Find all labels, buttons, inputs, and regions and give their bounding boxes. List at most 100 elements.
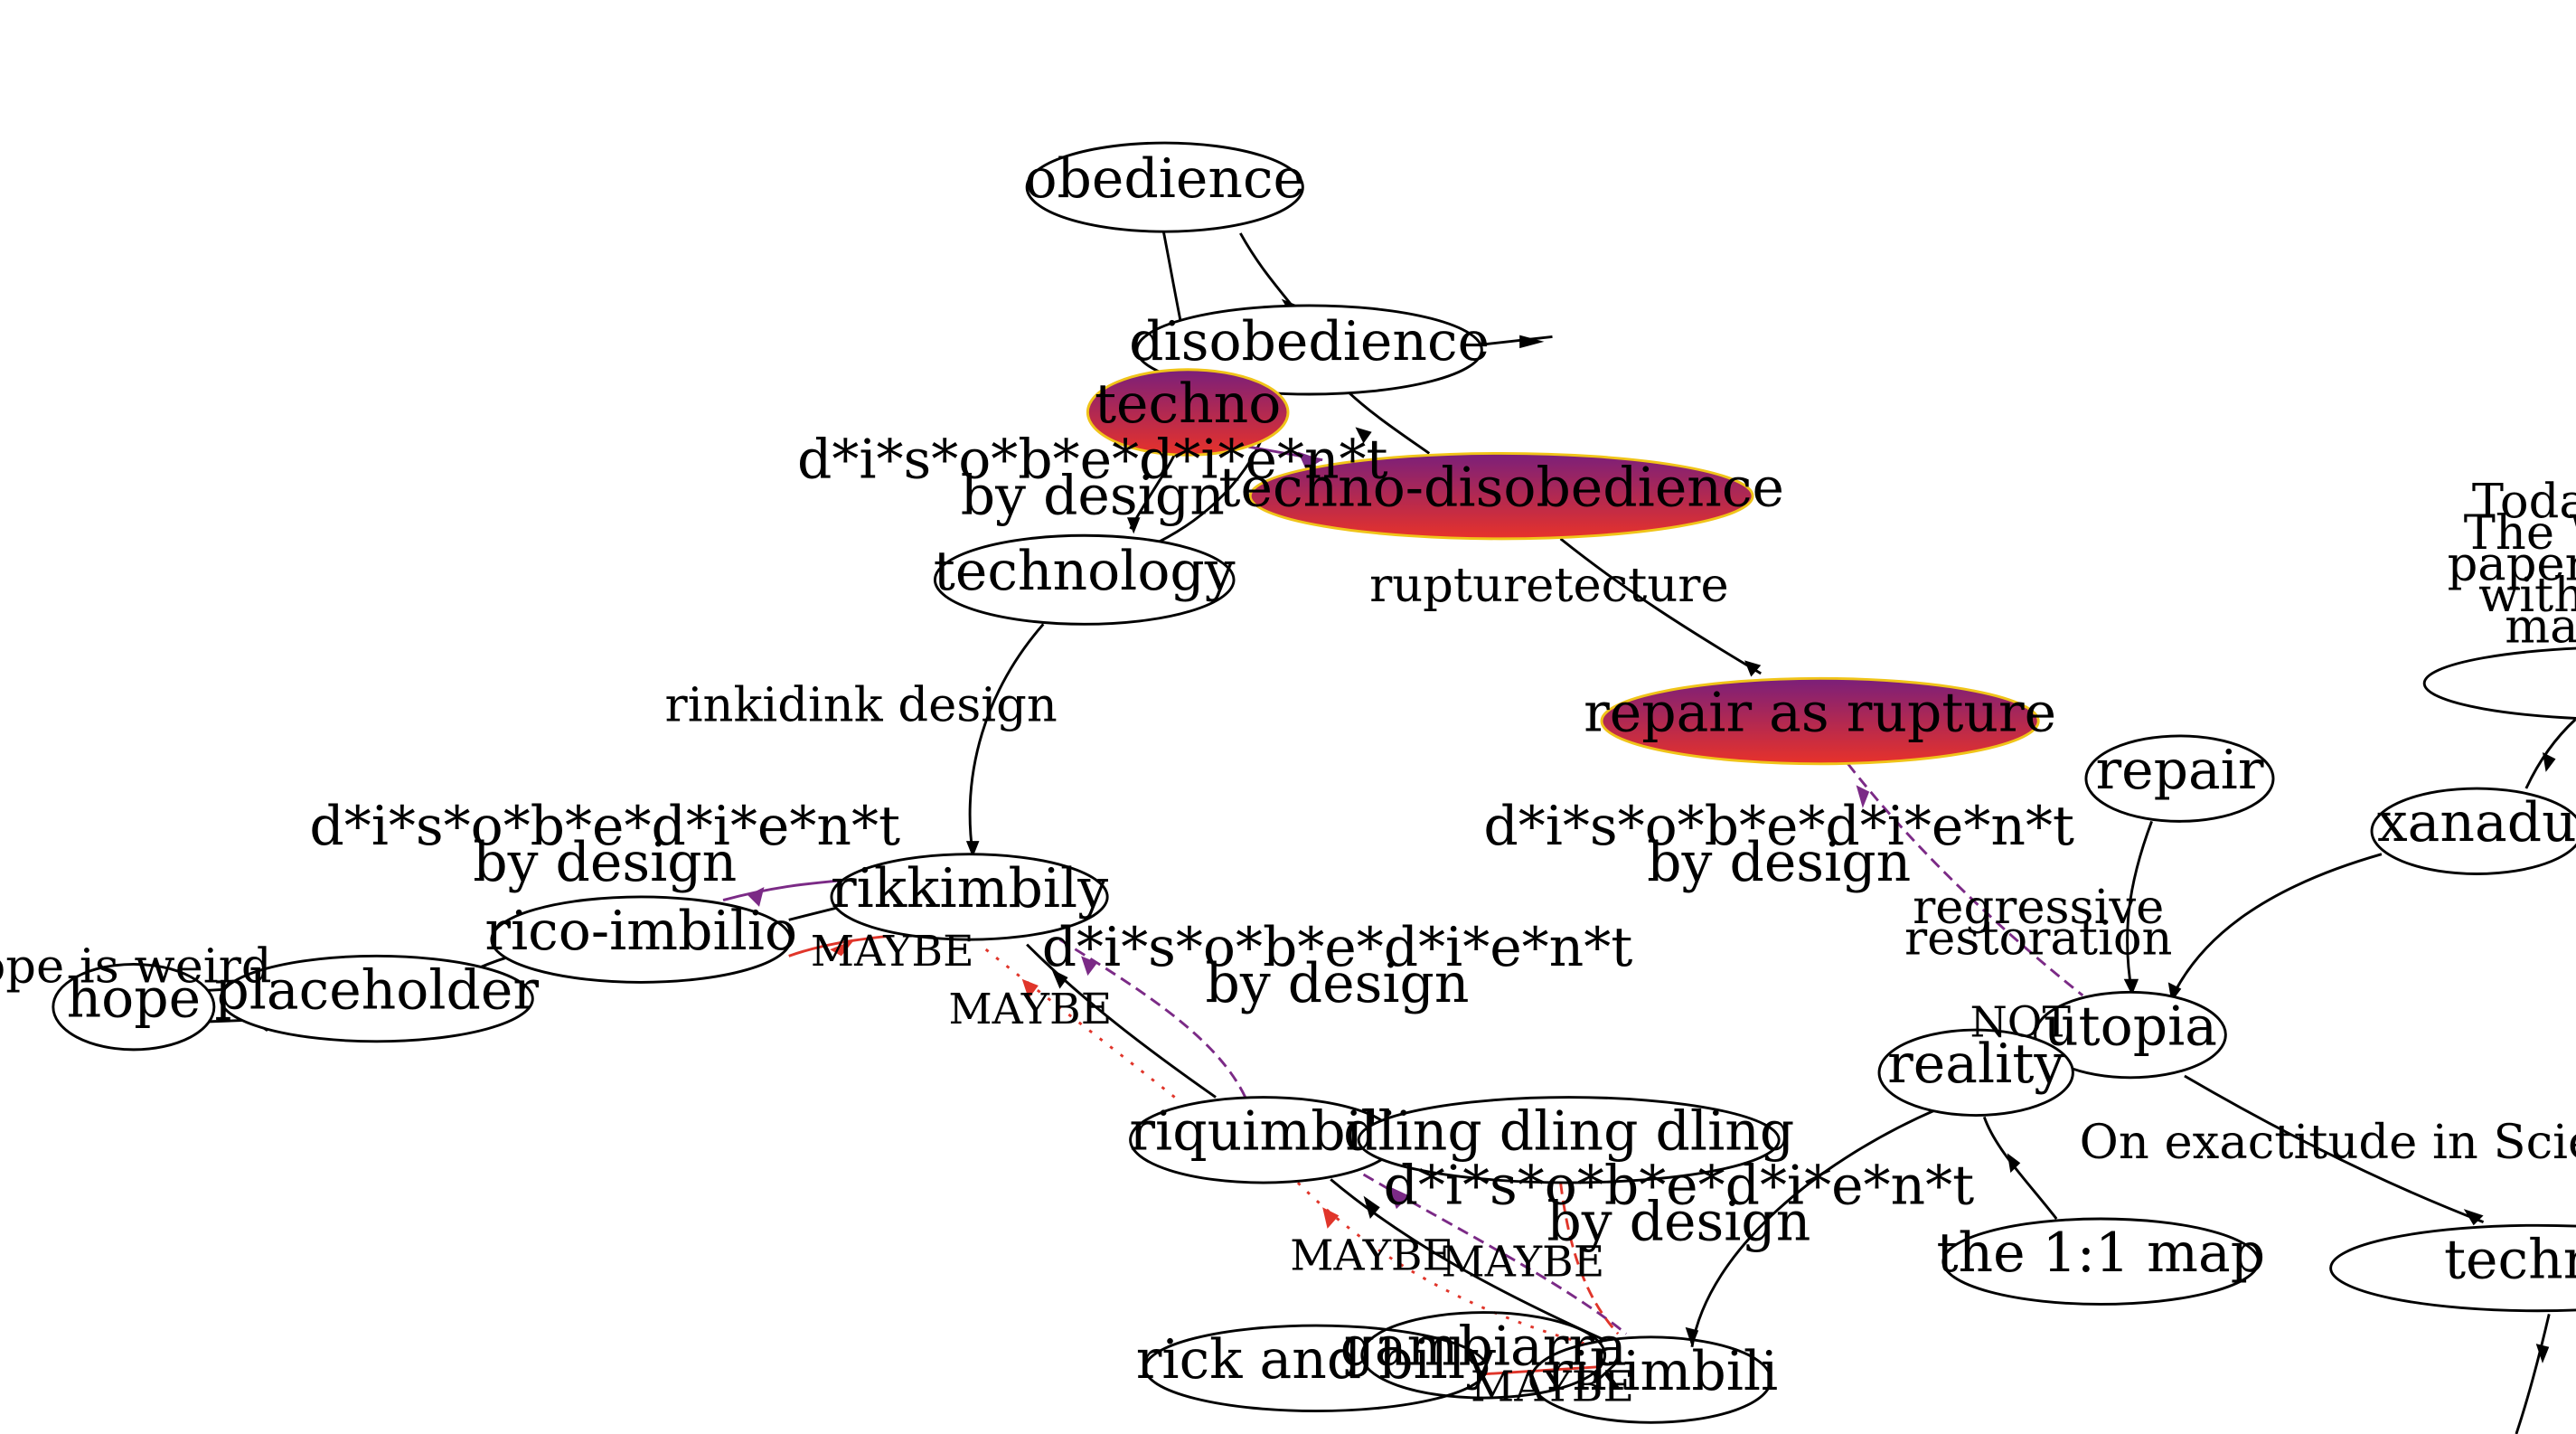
node-placeholder[interactable]: placeholder (214, 954, 539, 1043)
arrowhead (1856, 785, 1870, 808)
svg-text:by design: by design (1547, 1191, 1810, 1254)
svg-text:Today's p: Today's p (2472, 474, 2576, 529)
edge-dling-rikimbili-red (1559, 1182, 1620, 1335)
svg-text:by design: by design (473, 831, 737, 894)
edge-utopia-technodis (2184, 1074, 2485, 1223)
node-rikimbili[interactable]: rikimbili (1529, 1335, 1778, 1424)
svg-text:the 1:1 map: the 1:1 map (1936, 1222, 2265, 1285)
node-hope[interactable]: hope (52, 962, 216, 1052)
arrowhead (2007, 1153, 2021, 1174)
edge-label-dbd-rico: d*i*s*o*b*e*d*i*e*n*t by design (309, 795, 900, 894)
edge-rikkimbily-riquimbili-red (984, 948, 1176, 1099)
svg-text:restoration: restoration (1904, 911, 2173, 967)
node-xanadu[interactable]: xanadu (2370, 787, 2576, 875)
svg-text:dling dling dling: dling dling dling (1343, 1100, 1794, 1164)
svg-text:by design: by design (961, 465, 1225, 528)
node-rico-imbilio[interactable]: rico-imbilio (484, 895, 797, 984)
node-technology[interactable]: technology (934, 533, 1236, 626)
svg-text:disobedience: disobedience (1129, 310, 1490, 373)
node-utopia[interactable]: utopia (2034, 990, 2227, 1080)
edge-repair-utopia (2126, 820, 2153, 995)
edge-disobedience-techno-disobedience (1346, 390, 1431, 455)
svg-text:utopia: utopia (2044, 995, 2217, 1058)
svg-text:techno: techno (1095, 373, 1281, 436)
edge-rico-rikkimbily-purple (722, 879, 841, 901)
edge-techno-disobedience-repair (1559, 537, 1762, 675)
arrowhead (1519, 335, 1545, 349)
edge-label-maybe: MAYBE (1441, 1238, 1604, 1288)
svg-text:manag: manag (2505, 599, 2576, 654)
arrowhead (965, 841, 980, 858)
arrowhead (1363, 1195, 1380, 1220)
arrowhead (1355, 427, 1372, 444)
svg-text:rikkimbily: rikkimbily (831, 857, 1108, 920)
node-riquimbili[interactable]: riquimbili (1129, 1096, 1398, 1184)
edge-label-maybe: MAYBE (1290, 1231, 1453, 1280)
svg-text:riquimbili: riquimbili (1129, 1100, 1397, 1164)
arrowhead (2542, 752, 2556, 772)
arrowhead (1021, 978, 1039, 999)
svg-text:xanadu: xanadu (2377, 791, 2576, 854)
node-technodis[interactable]: technodis (2329, 1223, 2576, 1313)
node-techno-disobedience[interactable]: techno-disobedience (1218, 451, 1784, 541)
arrowhead (1297, 451, 1323, 470)
svg-text:d*i*s*o*b*e*d*i*e*n*t: d*i*s*o*b*e*d*i*e*n*t (1042, 916, 1633, 979)
node-dling-dling-dling[interactable]: dling dling dling (1343, 1096, 1794, 1184)
edge-label-exactitude: On exactitude in Science (1946), Jorge L… (2080, 1115, 2576, 1170)
edge-label-maybe: MAYBE (811, 927, 974, 976)
svg-text:hope: hope (67, 967, 202, 1031)
arrowhead (747, 887, 765, 907)
arrowhead (2463, 1209, 2484, 1226)
edge-label-dbd-riquimbili: d*i*s*o*b*e*d*i*e*n*t by design (1042, 916, 1633, 1015)
edge-riquimbili-rikimbili (1330, 1178, 1603, 1340)
node-rick-and-billy[interactable]: rick and billy (1136, 1324, 1496, 1413)
edge-reality-map (1982, 1116, 2058, 1220)
node-reality[interactable]: reality (1877, 1028, 2074, 1118)
arrowhead (830, 939, 855, 957)
edge-label-regressive-restoration: regressive restoration (1904, 880, 2173, 967)
edge-label-rupturetecture: rupturetecture (1369, 558, 1729, 613)
svg-text:repair as rupture: repair as rupture (1584, 681, 2056, 744)
arrowhead (1126, 517, 1141, 534)
node-partial-top-right[interactable] (2422, 646, 2576, 720)
edge-technology-rikkimbily (968, 623, 1045, 854)
svg-text:d*i*s*o*b*e*d*i*e*n*t: d*i*s*o*b*e*d*i*e*n*t (1483, 795, 2074, 858)
arrowhead (1685, 1326, 1699, 1347)
edge-rico-rikkimbily-red (788, 935, 888, 958)
svg-text:reality: reality (1887, 1033, 2064, 1096)
arrowhead (1387, 1185, 1410, 1210)
edge-repair-rupture-utopia-purple (1847, 762, 2084, 997)
node-obedience[interactable]: obedience (1024, 141, 1305, 233)
svg-text:technology: technology (934, 540, 1236, 603)
edge-label-not: NOT (1970, 997, 2071, 1047)
edge-label-rinkidink: rinkidink design (665, 678, 1058, 733)
arrowhead (1051, 968, 1068, 989)
edge-obedience-disobedience-2 (1239, 232, 1296, 310)
node-repair[interactable]: repair (2084, 734, 2275, 823)
edge-label-dbd-rikimbili: d*i*s*o*b*e*d*i*e*n*t by design (1384, 1155, 1975, 1254)
svg-text:The Worl: The Worl (2464, 505, 2576, 561)
svg-text:d*i*s*o*b*e*d*i*e*n*t: d*i*s*o*b*e*d*i*e*n*t (309, 795, 900, 858)
edge-label-quote: Today's p The Worl paper) trivi with one… (2448, 474, 2576, 654)
node-rikkimbily[interactable]: rikkimbily (830, 853, 1109, 941)
edge-disobedience-loop (1478, 335, 1553, 346)
edge-label-maybe: MAYBE (948, 985, 1112, 1034)
node-repair-as-rupture[interactable]: repair as rupture (1584, 676, 2056, 766)
edge-xanadu-up (2524, 718, 2576, 789)
svg-text:by design: by design (1205, 952, 1469, 1015)
arrowhead (1744, 660, 1762, 677)
edge-label-hope-is-weird: hope is weird (0, 939, 272, 994)
svg-text:technodis: technodis (2444, 1228, 2576, 1291)
arrowhead (1322, 1207, 1340, 1229)
edge-rikkimbily-riquimbili (1026, 943, 1217, 1099)
edge-label-dbd-techno: d*i*s*o*b*e*d*i*e*n*t by design (797, 429, 1388, 528)
edge-rikkimbily-riquimbili-purple (1058, 938, 1247, 1099)
edge-techno-technology-2 (1157, 429, 1266, 543)
edge-reality-rikimbili (1690, 1107, 1939, 1347)
svg-text:paper) trivi: paper) trivi (2448, 536, 2576, 591)
svg-text:techno-disobedience: techno-disobedience (1218, 457, 1784, 520)
svg-text:rico-imbilio: rico-imbilio (484, 900, 797, 963)
node-techno[interactable]: techno (1086, 368, 1290, 457)
node-the-1-1-map[interactable]: the 1:1 map (1936, 1217, 2265, 1306)
